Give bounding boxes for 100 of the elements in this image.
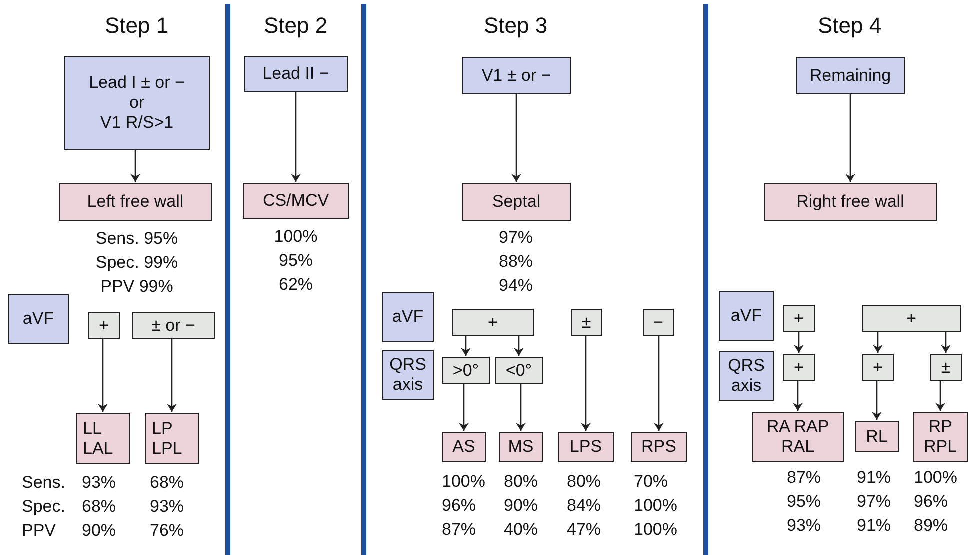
- stat-value: 100%: [274, 226, 318, 248]
- stat-value: 100%: [634, 495, 678, 517]
- arrow: [514, 336, 524, 356]
- stat-value: 47%: [567, 519, 602, 541]
- arrow: [167, 339, 177, 412]
- polarity-box: [862, 354, 894, 381]
- location-box: [752, 412, 844, 462]
- stat-value: 80%: [567, 471, 602, 493]
- node-text: ±: [941, 358, 951, 378]
- node-text: V1 R/S>1: [100, 113, 174, 133]
- arrow: [581, 336, 591, 431]
- arrow: [98, 339, 108, 412]
- location-box: [145, 413, 199, 464]
- node-text: aVF: [392, 307, 424, 327]
- node-text: V1 ± or −: [482, 66, 552, 86]
- stat-value: 97%: [498, 227, 534, 249]
- stat-value: 87%: [442, 519, 476, 541]
- arrow: [130, 150, 140, 182]
- location-box: [558, 432, 614, 462]
- arrow: [941, 332, 951, 353]
- arrow: [872, 381, 882, 420]
- axis-box: [442, 357, 490, 384]
- location-box: [631, 432, 687, 462]
- node-text: LP LPL: [152, 418, 184, 458]
- node-text: RA RAP RAL: [766, 417, 830, 457]
- lead-criterion-box: [244, 56, 348, 92]
- polarity-box: [783, 354, 815, 381]
- stat-value: 100%: [634, 519, 678, 541]
- arrow: [873, 332, 883, 353]
- location-box: [442, 432, 486, 462]
- location-box: [59, 183, 212, 221]
- location-box: [76, 413, 130, 464]
- node-text: Right free wall: [796, 192, 904, 212]
- polarity-box: [862, 305, 961, 332]
- lead-box: [382, 292, 434, 342]
- step-heading: Step 3: [484, 14, 548, 38]
- stat-value: 100%: [442, 471, 486, 493]
- node-text: ± or −: [152, 316, 196, 336]
- lead-box: [8, 294, 69, 344]
- stat-value: 95%: [787, 491, 822, 513]
- node-text: >0°: [452, 360, 480, 380]
- arrow: [846, 94, 856, 182]
- stat-row-label: Spec.: [22, 496, 66, 518]
- stat-value: 90%: [504, 495, 538, 517]
- arrow: [936, 381, 946, 411]
- stat-row-label: PPV: [22, 520, 56, 542]
- node-text: +: [794, 308, 804, 328]
- stat-value: 94%: [498, 275, 534, 297]
- stat-value: Spec. 99%: [96, 252, 178, 274]
- polarity-box: [452, 309, 534, 336]
- polarity-box: [930, 354, 962, 381]
- node-text: +: [99, 316, 109, 336]
- lead-box: [382, 350, 434, 400]
- location-box: [462, 183, 571, 221]
- node-text: Septal: [492, 192, 541, 212]
- node-text: +: [873, 358, 883, 378]
- polarity-box: [643, 309, 674, 336]
- location-box: [913, 412, 968, 462]
- node-text: <0°: [506, 360, 532, 380]
- stat-value: 100%: [914, 467, 958, 489]
- node-text: +: [906, 308, 916, 328]
- stat-value: PPV 99%: [100, 276, 174, 298]
- node-text: Remaining: [810, 66, 892, 86]
- stat-value: 93%: [787, 515, 822, 537]
- node-text: RP RPL: [922, 417, 958, 457]
- node-text: Lead II −: [262, 64, 330, 84]
- stat-value: 91%: [857, 515, 892, 537]
- node-text: aVF: [22, 309, 54, 329]
- polarity-box: [783, 305, 815, 332]
- stat-value: 70%: [634, 471, 668, 493]
- polarity-box: [88, 312, 120, 339]
- stat-value: 91%: [857, 467, 892, 489]
- node-text: Lead I ± or −: [89, 73, 185, 93]
- lead-box: [719, 291, 774, 341]
- stat-value: 97%: [857, 491, 892, 513]
- stat-value: 80%: [504, 471, 538, 493]
- stat-value: Sens. 95%: [96, 228, 178, 250]
- stat-row-label: Sens.: [22, 472, 66, 494]
- node-text: −: [654, 312, 664, 332]
- stat-value: 88%: [498, 251, 534, 273]
- node-text: LL LAL: [83, 418, 114, 458]
- arrow: [512, 94, 522, 182]
- arrow: [794, 332, 804, 353]
- stat-value: 90%: [82, 520, 116, 542]
- arrow: [516, 384, 526, 431]
- step-heading: Step 2: [264, 14, 328, 38]
- lead-criterion-box: [64, 56, 210, 150]
- axis-box: [495, 357, 543, 384]
- node-text: LPS: [570, 437, 602, 457]
- stat-value: 95%: [278, 250, 314, 272]
- stat-value: 62%: [278, 274, 314, 296]
- node-text: RL: [866, 426, 888, 446]
- location-box: [499, 432, 543, 462]
- node-text: QRS axis: [388, 355, 428, 395]
- arrow: [459, 384, 469, 431]
- stat-value: 84%: [567, 495, 602, 517]
- step-heading: Step 1: [105, 14, 169, 38]
- node-text: Left free wall: [87, 192, 184, 212]
- stat-value: 89%: [914, 515, 948, 537]
- node-text: MS: [508, 437, 534, 457]
